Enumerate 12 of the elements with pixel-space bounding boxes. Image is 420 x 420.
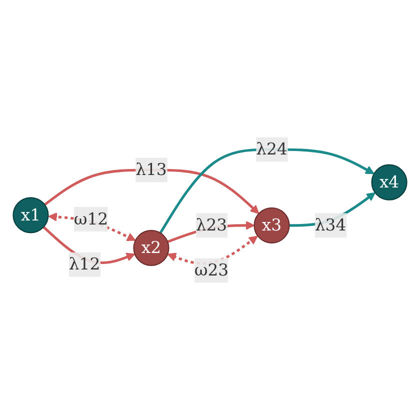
edge-label: λ13: [136, 160, 167, 180]
edge-label: λ12: [68, 254, 100, 274]
node-circle: x2: [133, 230, 170, 266]
edge-label: λ23: [196, 215, 228, 235]
edge-label: λ24: [256, 139, 288, 159]
edge-label: ω12: [74, 208, 108, 228]
arrow: [159, 148, 374, 234]
node-circle: x4: [371, 164, 408, 200]
node-circle: x1: [12, 197, 49, 234]
edge-label: ω23: [194, 260, 229, 280]
edge-label: λ34: [314, 215, 346, 235]
node-circle: x3: [254, 207, 290, 244]
